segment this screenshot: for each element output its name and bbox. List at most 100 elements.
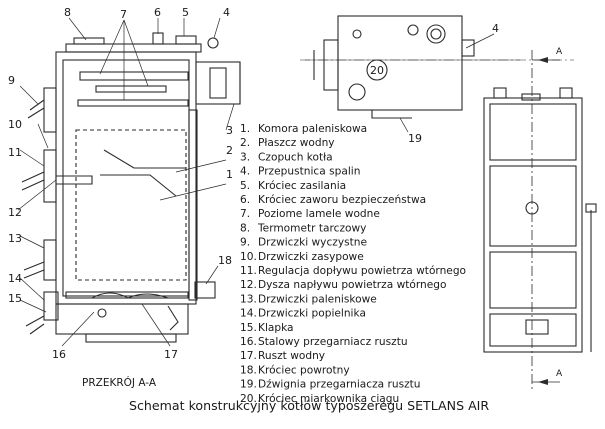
inner-jacket-outline — [62, 59, 190, 297]
top-view-callouts: 4 19 20 — [370, 22, 499, 145]
legend-number: 13. — [240, 293, 257, 305]
lamella-2 — [77, 99, 189, 107]
callout-11: 11 — [8, 146, 22, 159]
legend-number: 16. — [240, 336, 257, 348]
legend-item: Przepustnica spalin — [258, 166, 360, 178]
legend-item: Komora paleniskowa — [258, 123, 367, 135]
legend-number: 20. — [240, 393, 257, 405]
callout-2: 2 — [226, 144, 233, 157]
legend-number: 5. — [240, 180, 250, 192]
baffle-line — [103, 149, 186, 169]
legend-number: 7. — [240, 208, 250, 220]
callout-1: 1 — [226, 168, 233, 181]
legend-number: 15. — [240, 322, 257, 334]
legend-item: Płaszcz wodny — [258, 137, 335, 149]
lamella-top — [79, 71, 189, 81]
callout-18: 18 — [218, 254, 232, 267]
section-arrow-bottom — [538, 379, 548, 385]
section-arrow-top — [538, 57, 548, 63]
legend-item: Regulacja dopływu powietrza wtórnego — [258, 265, 466, 277]
water-jacket-outline — [55, 51, 197, 305]
legend-number: 14. — [240, 308, 257, 320]
legend-number: 10. — [240, 251, 257, 263]
legend-item: Termometr tarczowy — [257, 222, 366, 234]
base-plate — [85, 333, 177, 343]
legend-number: 12. — [240, 279, 257, 291]
callout-9: 9 — [8, 74, 15, 87]
flue-damper — [209, 67, 227, 99]
section-mark-a-bottom: A — [556, 369, 563, 379]
lever-19 — [371, 110, 412, 119]
grate-shaker — [91, 292, 169, 299]
thermometer — [207, 37, 219, 49]
legend-number: 3. — [240, 151, 250, 163]
legend-number: 1. — [240, 123, 250, 135]
legend-number: 8. — [240, 222, 250, 234]
legend-item: Drzwiczki popielnika — [258, 308, 366, 320]
combustion-chamber — [75, 129, 187, 281]
legend-number: 4. — [240, 166, 250, 178]
top-fitting-6 — [152, 32, 164, 45]
flap-hole — [97, 308, 107, 318]
supply-port — [407, 24, 419, 36]
legend-number: 2. — [240, 137, 250, 149]
front-loading-door — [489, 165, 577, 247]
top-callout-19: 19 — [408, 132, 422, 145]
legend-item: Drzwiczki paleniskowe — [258, 293, 377, 305]
legend-item: Króciec zaworu bezpieczeństwa — [258, 194, 426, 206]
callout-7: 7 — [120, 8, 127, 21]
secondary-air-nozzle — [56, 175, 93, 185]
handle-13 — [23, 261, 45, 279]
section-mark-a-top: A — [556, 47, 563, 57]
top-callout-20: 20 — [370, 64, 384, 77]
loading-door — [43, 149, 57, 203]
flue-stub-top — [461, 39, 475, 57]
top-fitting-8 — [73, 37, 105, 45]
draft-regulator-port — [348, 83, 366, 101]
handle-9 — [27, 99, 45, 119]
front-view — [483, 87, 597, 353]
thermometer-port — [352, 29, 362, 39]
handle-14 — [25, 315, 45, 335]
callout-5: 5 — [182, 6, 189, 19]
legend-number: 9. — [240, 237, 250, 249]
caption: Schemat konstrukcyjny kotłów typoszeregu… — [129, 398, 489, 413]
ash-pan — [55, 303, 189, 335]
legend-item: Dysza napływu powietrza wtórnego — [258, 279, 447, 291]
top-callout-4: 4 — [492, 22, 499, 35]
lever — [167, 305, 179, 331]
section-label: PRZEKRÓJ A-A — [82, 376, 157, 389]
legend-item: Króciec zasilania — [258, 180, 346, 192]
section-callouts: 1 2 3 4 5 6 7 8 9 10 11 12 13 14 15 16 1… — [8, 6, 233, 361]
front-ash-door — [489, 313, 577, 347]
front-flap — [525, 319, 549, 335]
callout-15: 15 — [8, 292, 22, 305]
callout-13: 13 — [8, 232, 22, 245]
callout-3: 3 — [226, 124, 233, 137]
brand-plate — [521, 93, 541, 101]
front-furnace-door — [489, 251, 577, 309]
section-view — [21, 32, 241, 343]
callout-6: 6 — [154, 6, 161, 19]
cleaning-door — [43, 87, 57, 133]
legend-number: 11. — [240, 265, 257, 277]
legend-item: Króciec powrotny — [258, 364, 350, 376]
legend-item: Drzwiczki wyczystne — [258, 237, 367, 249]
legend-number: 19. — [240, 379, 257, 391]
legend-number: 18. — [240, 364, 257, 376]
legend-item: Ruszt wodny — [258, 350, 325, 362]
lamella-1 — [95, 85, 167, 93]
top-view — [313, 15, 475, 119]
legend-item: Klapka — [258, 322, 294, 334]
furnace-door — [43, 239, 57, 281]
legend-item: Króciec miarkownika ciągu — [258, 393, 399, 405]
callout-16: 16 — [52, 348, 66, 361]
top-view-door-strip — [323, 39, 339, 91]
top-cover — [65, 43, 202, 53]
legend-number: 6. — [240, 194, 250, 206]
legend-item: Drzwiczki zasypowe — [258, 251, 364, 263]
callout-8: 8 — [64, 6, 71, 19]
baffle-line-2 — [100, 174, 177, 197]
